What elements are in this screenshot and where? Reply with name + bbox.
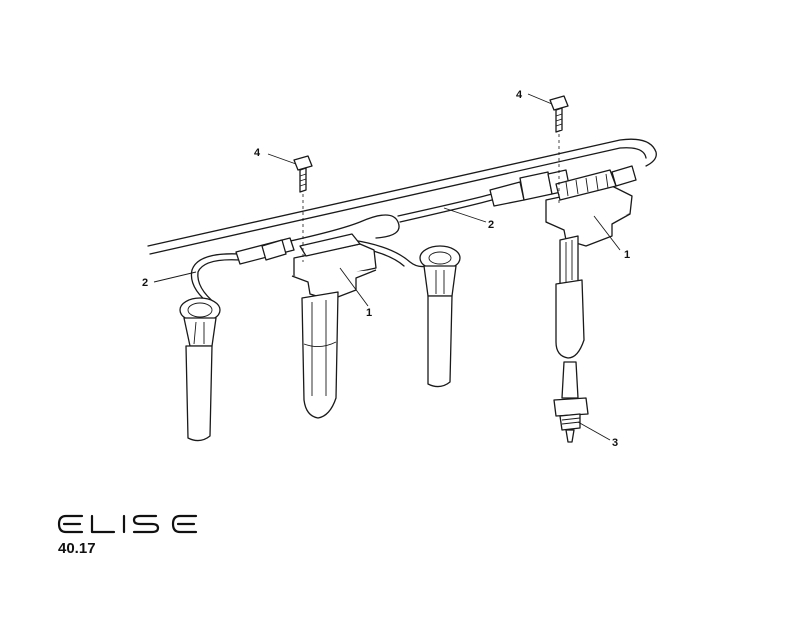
callout-4-right: 4 <box>516 89 523 101</box>
callout-2-left: 2 <box>142 277 148 289</box>
callout-3: 3 <box>612 437 618 449</box>
ht-boot-middle <box>419 245 461 388</box>
callout-1-right: 1 <box>624 249 630 261</box>
spark-plug <box>553 361 589 443</box>
callout-4-left: 4 <box>254 147 261 159</box>
harness-rail <box>147 138 657 255</box>
ignition-coil-right <box>545 169 633 359</box>
wiring-harness <box>190 165 637 307</box>
page-number: 40.17 <box>58 540 96 557</box>
bolt-left <box>293 155 313 193</box>
elise-logo <box>57 514 198 534</box>
ignition-coil-left <box>291 233 377 419</box>
ht-boot-left <box>179 297 221 442</box>
callout-1-left: 1 <box>366 307 372 319</box>
leader-lines <box>153 93 621 441</box>
bolt-right <box>549 95 569 133</box>
callout-2-right: 2 <box>488 219 494 231</box>
